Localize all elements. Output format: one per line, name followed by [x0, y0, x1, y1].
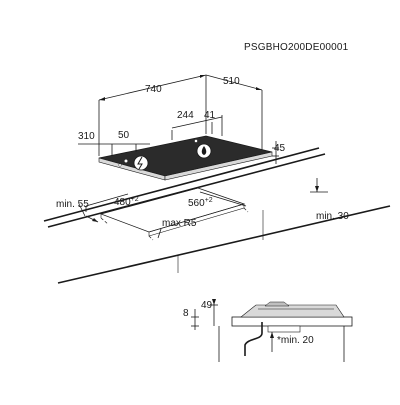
document-code: PSGBHO200DE00001: [244, 42, 349, 53]
section-view: [218, 301, 353, 362]
section-dimension-lines: [191, 299, 274, 352]
section-burner-icon: [264, 301, 290, 307]
radius-label: max R5: [162, 218, 197, 229]
side-clearance-label: min. 30: [316, 211, 349, 222]
dim-740: 740: [145, 84, 162, 95]
worktop-front-edge: [47, 153, 326, 228]
hob-glass-top: [98, 135, 273, 177]
cutout-opening: [99, 187, 249, 241]
dim-50: 50: [118, 130, 130, 141]
dim-510: 510: [223, 76, 240, 87]
dim-41: 41: [204, 110, 216, 121]
top-dimension-lines: [78, 74, 279, 164]
ignition-symbol-icon: [133, 155, 149, 171]
worktop: [43, 147, 391, 284]
ignition-dot-icon: [123, 158, 129, 164]
dim-min-20: *min. 20: [277, 335, 314, 346]
worktop-front-lower-edge: [57, 205, 391, 284]
dim-560: 560+2: [188, 197, 213, 209]
section-gas-pipe: [244, 322, 263, 356]
section-underside-box: [267, 325, 301, 333]
flame-icon: [201, 146, 207, 155]
section-worktop: [231, 316, 353, 327]
dim-244: 244: [177, 110, 194, 121]
front-clearance-label: min. 55: [56, 199, 89, 210]
hob-appliance: [98, 135, 273, 181]
dim-310: 310: [78, 131, 95, 142]
dim-8: 8: [183, 308, 189, 319]
spark-icon: [137, 156, 143, 170]
cutout-dimension-lines: [78, 178, 328, 239]
knob-marker-icon: [194, 139, 198, 143]
dim-480: 480+2: [114, 196, 139, 208]
section-hob-body: [240, 304, 345, 318]
worktop-back-edge: [43, 147, 320, 222]
dim-49: 49: [201, 300, 213, 311]
dim-45: 45: [274, 143, 286, 154]
ignition-dot2-icon: [118, 163, 122, 167]
